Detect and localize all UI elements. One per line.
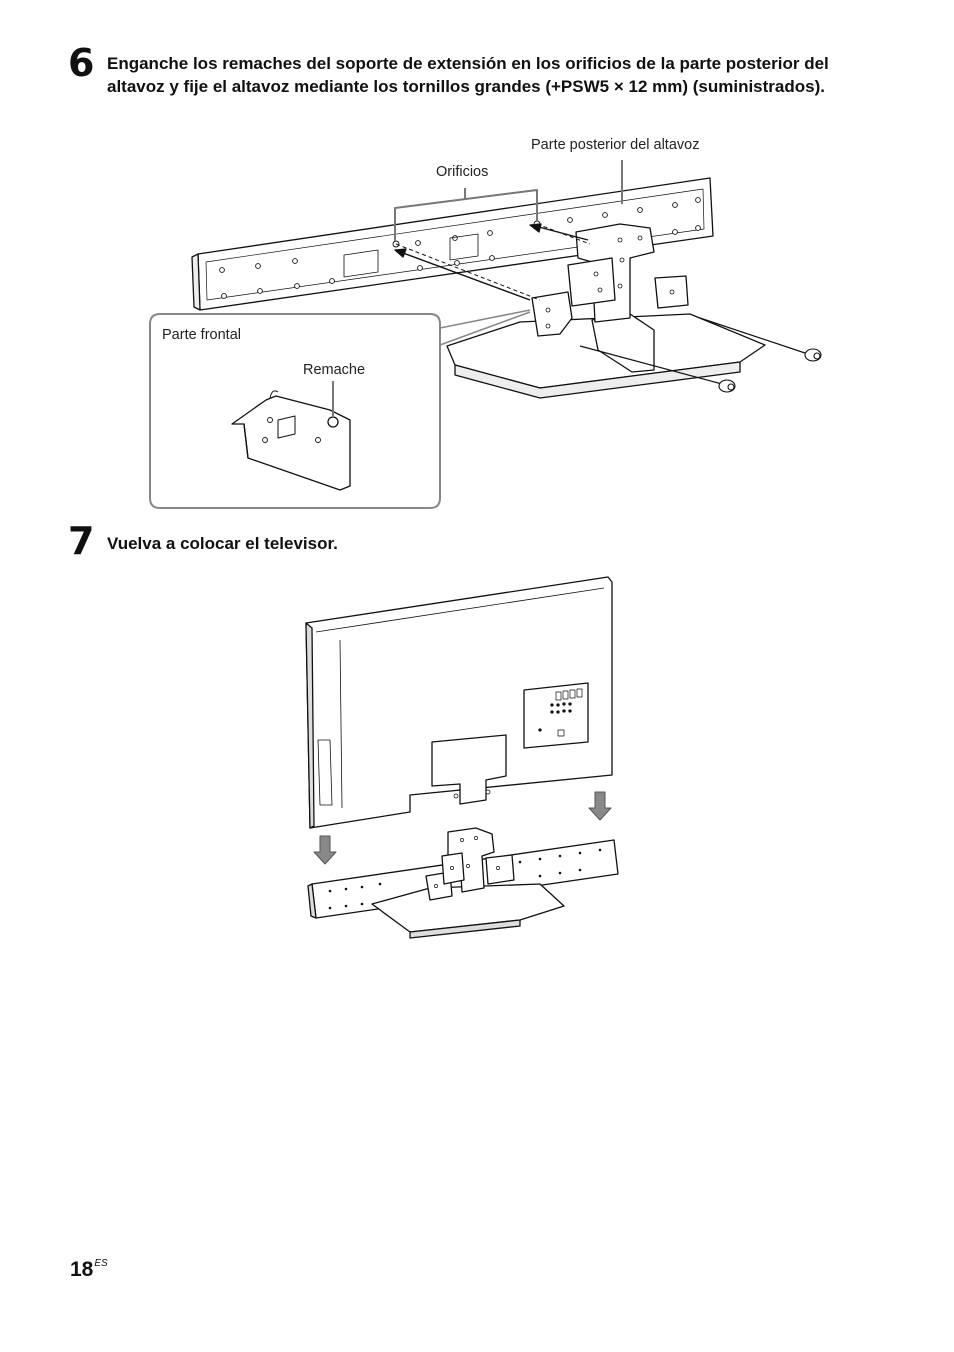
page-language-code: ES	[94, 1258, 108, 1269]
page-number-value: 18	[70, 1258, 94, 1281]
step-6-text: Enganche los remaches del soporte de ext…	[107, 54, 829, 96]
step-7-text: Vuelva a colocar el televisor.	[107, 534, 338, 553]
step-7-number: 7	[68, 519, 95, 563]
speaker-bracket-illustration	[149, 160, 822, 509]
tv-placement-illustration	[305, 576, 619, 939]
label-front: Parte frontal	[162, 327, 241, 343]
label-holes: Orificios	[436, 164, 489, 180]
label-rear-of-speaker: Parte posterior del altavoz	[531, 137, 700, 153]
label-rivet: Remache	[303, 362, 366, 378]
page-number: 18ES	[70, 1258, 108, 1282]
step-6-number: 6	[68, 41, 95, 85]
